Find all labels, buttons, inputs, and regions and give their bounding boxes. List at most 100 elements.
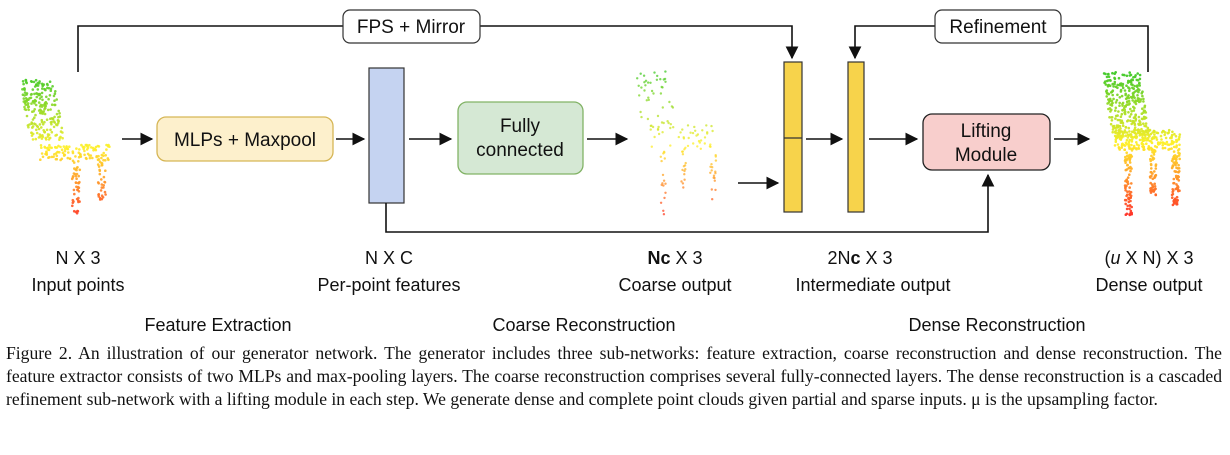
fps-mirror-label-box <box>342 9 481 44</box>
point-cloud-dot <box>1137 90 1140 94</box>
point-cloud-dot <box>1175 138 1178 142</box>
point-cloud-dot <box>76 188 79 192</box>
point-cloud-dot <box>100 156 103 160</box>
point-cloud-dot <box>62 145 66 148</box>
refinement-label: Refinement <box>949 17 1047 38</box>
point-cloud-dot <box>80 143 83 147</box>
point-cloud-dot <box>1172 145 1176 149</box>
point-cloud-dot <box>68 145 71 148</box>
point-cloud-dot <box>56 150 59 154</box>
point-cloud-dot <box>66 156 70 160</box>
point-cloud-dot <box>1118 101 1121 105</box>
point-cloud-dot <box>659 155 662 158</box>
point-cloud-dot <box>97 158 101 161</box>
point-cloud-dot <box>1130 138 1134 141</box>
point-cloud-dot <box>645 99 648 102</box>
point-cloud-dot <box>1134 117 1138 121</box>
point-cloud-dot <box>1124 155 1127 159</box>
point-cloud-dot <box>1128 71 1131 74</box>
point-cloud-dot <box>661 173 665 177</box>
point-cloud-dot <box>106 144 110 148</box>
point-cloud-dot <box>1138 77 1142 81</box>
point-cloud-dot <box>683 173 686 176</box>
point-cloud-dot <box>1171 130 1174 134</box>
point-cloud-dot <box>57 120 60 123</box>
point-cloud-dot <box>1125 207 1129 211</box>
point-cloud-dot <box>1154 167 1158 170</box>
point-cloud-dot <box>664 191 667 194</box>
point-cloud-dot <box>663 196 666 200</box>
point-cloud-dot <box>1151 131 1154 134</box>
point-cloud-dot <box>1134 135 1137 138</box>
point-cloud-dot <box>696 145 699 148</box>
point-cloud-dot <box>643 81 646 84</box>
point-cloud-dot <box>662 179 666 182</box>
point-cloud-dot <box>104 154 107 157</box>
point-cloud-dot <box>1129 209 1133 213</box>
point-cloud-dot <box>46 146 50 149</box>
point-cloud-dot <box>35 95 39 99</box>
point-cloud-dot <box>40 120 44 124</box>
point-cloud-dot <box>58 151 61 154</box>
point-cloud-dot <box>37 127 41 131</box>
point-cloud-dot <box>681 168 684 172</box>
refinement-label-box <box>934 9 1062 44</box>
point-cloud-dot <box>74 155 77 158</box>
point-cloud-dot <box>1121 124 1125 127</box>
point-cloud-dot <box>91 156 94 160</box>
point-cloud-dot <box>44 106 47 110</box>
point-cloud-dot <box>1132 144 1136 148</box>
point-cloud-dot <box>1113 134 1117 138</box>
point-cloud-dot <box>30 102 33 105</box>
point-cloud-dot <box>1141 135 1144 139</box>
point-cloud-dot <box>1130 140 1134 143</box>
point-cloud-dot <box>78 168 82 172</box>
point-cloud-dot <box>643 89 646 92</box>
point-cloud-dot <box>1107 72 1110 76</box>
point-cloud-dot <box>1140 142 1144 145</box>
point-cloud-dot <box>1124 126 1128 129</box>
point-cloud-dot <box>1114 109 1117 112</box>
point-cloud-dot <box>1136 94 1139 97</box>
dense-point-cloud-image <box>1102 71 1182 217</box>
point-cloud-dot <box>23 102 27 105</box>
point-cloud-dot <box>669 144 672 147</box>
point-cloud-dot <box>1120 146 1123 149</box>
point-cloud-dot <box>1125 151 1128 154</box>
point-cloud-dot <box>1123 129 1127 132</box>
point-cloud-dot <box>677 135 680 139</box>
point-cloud-dot <box>40 82 44 86</box>
point-cloud-dot <box>667 121 670 125</box>
point-cloud-dot <box>682 186 685 189</box>
point-cloud-dot <box>53 99 56 102</box>
point-cloud-dot <box>1154 164 1158 168</box>
point-cloud-dot <box>25 80 28 84</box>
point-cloud-dot <box>1121 132 1125 136</box>
point-cloud-dot <box>1119 82 1122 86</box>
point-cloud-dot <box>1141 107 1144 110</box>
point-cloud-dot <box>52 155 55 159</box>
point-cloud-dot <box>1144 122 1148 125</box>
point-cloud-dot <box>52 125 56 129</box>
point-cloud-dot <box>23 87 26 90</box>
point-cloud-dot <box>1128 158 1132 161</box>
point-cloud-dot <box>47 97 50 101</box>
point-cloud-dot <box>76 209 80 213</box>
point-cloud-dot <box>38 133 42 136</box>
point-cloud-dot <box>1128 89 1131 93</box>
point-cloud-dot <box>1136 72 1139 75</box>
point-cloud-dot <box>97 195 101 198</box>
point-cloud-dot <box>78 200 81 203</box>
point-cloud-dot <box>1105 79 1109 83</box>
point-cloud-dot <box>55 154 59 158</box>
point-cloud-dot <box>1138 119 1141 122</box>
point-cloud-dot <box>1135 147 1138 151</box>
point-cloud-dot <box>60 148 64 151</box>
point-cloud-dot <box>32 110 35 113</box>
point-cloud-dot <box>1176 184 1179 188</box>
point-cloud-dot <box>98 160 102 163</box>
point-cloud-dot <box>97 193 101 196</box>
point-cloud-dot <box>1126 182 1130 185</box>
point-cloud-dot <box>52 94 56 98</box>
point-cloud-dot <box>1112 85 1115 88</box>
